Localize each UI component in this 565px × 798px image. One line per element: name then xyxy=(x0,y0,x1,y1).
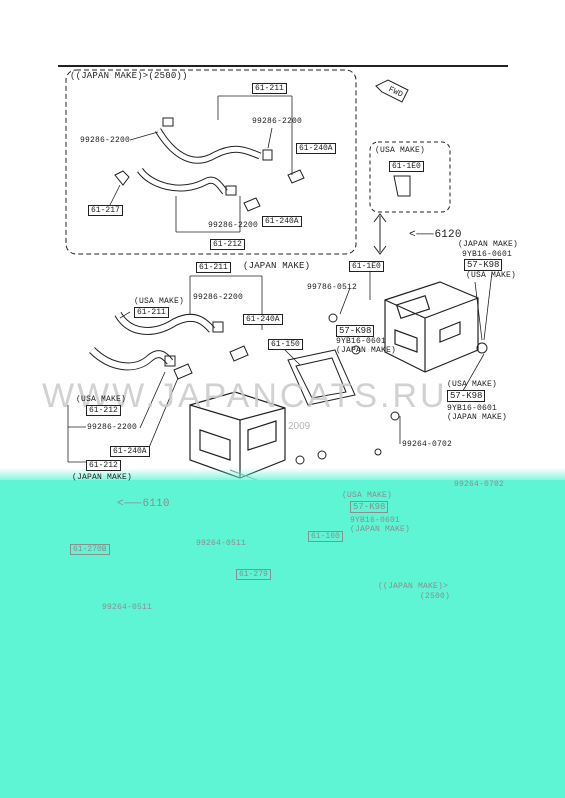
bottom-2500: (2500) xyxy=(420,592,451,601)
label-99264-0511-b: 99264-0511 xyxy=(102,603,153,612)
label-61-211-mid: 61-211 xyxy=(196,262,231,273)
mid-hose-lower xyxy=(89,347,174,371)
label-61-212-top: 61-212 xyxy=(210,239,245,250)
top-nipple-b xyxy=(243,197,261,212)
left-japan-make: (JAPAN MAKE) xyxy=(72,473,133,482)
label-99286-2200-e: 99286-2200 xyxy=(87,423,138,432)
label-61-160: 61-160 xyxy=(308,531,343,542)
right-japan-make-2: (JAPAN MAKE) xyxy=(447,413,508,422)
label-61-211-mid2: 61-211 xyxy=(134,307,169,318)
double-arrow xyxy=(373,213,387,255)
label-61-211-mid-note: (JAPAN MAKE) xyxy=(243,261,311,271)
mid-hose-upper xyxy=(114,311,216,335)
right-usa-make-2: (USA MAKE) xyxy=(447,380,498,389)
blower-nut-b xyxy=(351,345,361,355)
right-9yb16-0601-1: 9YB16-0601 xyxy=(462,250,513,259)
top-group-header: ((JAPAN MAKE)>(2500)) xyxy=(70,71,188,81)
mid-nipple-b xyxy=(173,363,193,380)
right-usa-make-1: (USA MAKE) xyxy=(466,271,517,280)
right-9yb16-0601-2: 9YB16-0601 xyxy=(447,404,498,413)
top-clamp-c xyxy=(225,185,237,196)
label-61-240a-d: 61-240A xyxy=(110,446,150,457)
heater-nut-a xyxy=(295,455,305,465)
top-group-frame xyxy=(65,69,357,255)
label-61-240a-c: 61-240A xyxy=(243,314,283,325)
heater-screw-a xyxy=(374,448,382,456)
label-61-211-top: 61-211 xyxy=(252,83,287,94)
blower-unit-shape xyxy=(384,281,479,373)
label-61-270b: 61-270B xyxy=(70,544,110,555)
label-61-240a-a: 61-240A xyxy=(296,143,336,154)
label-61-240a-b: 61-240A xyxy=(262,216,302,227)
top-leaders xyxy=(109,95,293,233)
mid-nipple-a xyxy=(229,345,249,362)
label-99786-0512: 99786-0512 xyxy=(307,283,358,292)
fwd-arrow-shape xyxy=(375,79,409,103)
label-99264-0702-b: 99264-0702 xyxy=(454,480,505,489)
label-99286-2200-c: 99286-2200 xyxy=(208,221,259,230)
top-nipple-a xyxy=(287,169,305,184)
cyan-overlay-region xyxy=(0,480,565,798)
right-57-k98-2: 57-K98 xyxy=(447,390,486,402)
label-61-212-jp: 61-212 xyxy=(86,460,121,471)
blower-screw-b xyxy=(390,411,400,421)
right-57-k98-1: 57-K98 xyxy=(464,259,503,271)
bottom-9yb16-0601: 9YB16-0601 xyxy=(350,516,401,525)
label-9yb16-0601-mid: 9YB16-0601 xyxy=(336,337,387,346)
top-clamp-a xyxy=(162,117,174,127)
label-99286-2200-b: 99286-2200 xyxy=(80,136,131,145)
top-hose-upper xyxy=(154,128,262,164)
mid-clamp-b xyxy=(164,355,176,367)
bottom-japan-2500-header: ((JAPAN MAKE)> xyxy=(378,582,449,591)
label-6110-text: 6110 xyxy=(142,498,170,510)
label-61-212-usa: 61-212 xyxy=(86,405,121,416)
top-hose-lower xyxy=(137,167,228,195)
top-fitting-217 xyxy=(114,170,130,186)
label-61-217: 61-217 xyxy=(88,205,123,216)
bottom-japan-make: (JAPAN MAKE) xyxy=(350,525,411,534)
top-clamp-b xyxy=(262,149,273,161)
heater-nut-b xyxy=(317,450,327,460)
label-6110: <⸺6110 xyxy=(117,498,170,510)
watermark-year: 2009 xyxy=(288,421,311,432)
label-57-k98-mid: 57-K98 xyxy=(336,325,375,337)
label-99286-2200-a: 99286-2200 xyxy=(252,117,303,126)
label-6120: <⸺6120 xyxy=(409,229,462,241)
left-usa-make: (USA MAKE) xyxy=(76,395,127,404)
mid-usa-make: (USA MAKE) xyxy=(134,297,185,306)
label-61-150: 61-150 xyxy=(268,339,303,350)
label-61-1e0-mid: 61-1E0 xyxy=(349,261,384,272)
label-99264-0702-a: 99264-0702 xyxy=(402,440,453,449)
right-japan-make-1: (JAPAN MAKE) xyxy=(458,240,519,249)
label-61-279: 61-279 xyxy=(236,569,271,580)
label-99264-0511-a: 99264-0511 xyxy=(196,539,247,548)
bottom-usa-make: (USA MAKE) xyxy=(342,491,393,500)
usa-bracket-shape xyxy=(393,175,411,197)
mid-japan-make: (JAPAN MAKE) xyxy=(336,346,397,355)
label-61-1e0-usa: 61-1E0 xyxy=(389,161,424,172)
bottom-57-k98: 57-K98 xyxy=(350,501,389,513)
blower-nut-a xyxy=(476,342,488,354)
label-99286-2200-d: 99286-2200 xyxy=(193,293,244,302)
heater-core-shape xyxy=(287,349,356,406)
mid-clamp-a xyxy=(212,321,224,333)
label-6120-text: 6120 xyxy=(434,229,462,241)
usa-group-frame xyxy=(369,141,451,213)
mid-leaders xyxy=(67,271,493,463)
blower-screw-a xyxy=(328,313,338,323)
usa-group-header: (USA MAKE) xyxy=(375,146,426,155)
